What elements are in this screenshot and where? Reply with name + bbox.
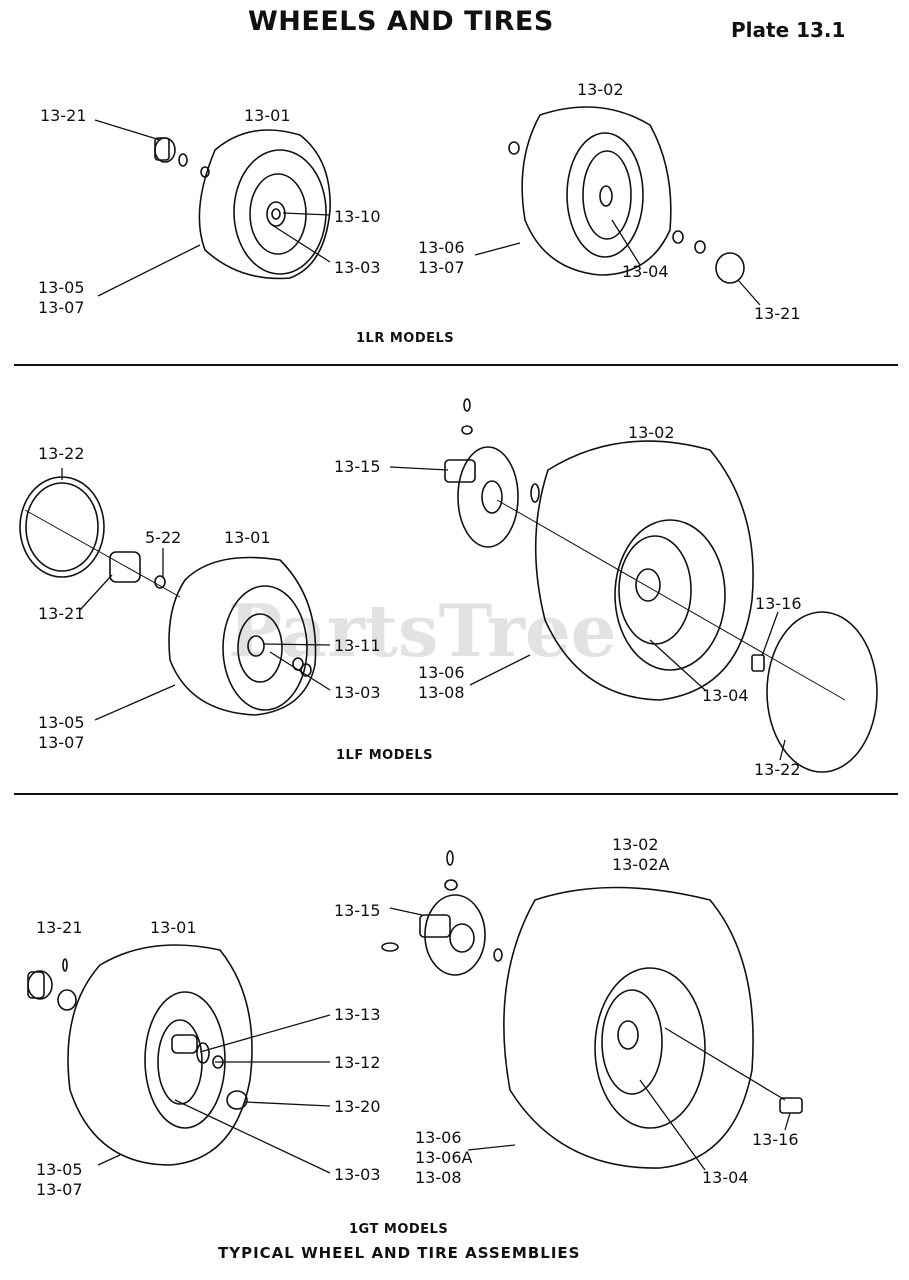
part-label: 13-06 (418, 663, 465, 682)
part-label: 13-03 (334, 1165, 381, 1184)
part-label: 13-11 (334, 636, 381, 655)
part-label: 13-06 (415, 1128, 462, 1147)
section-divider-2 (14, 793, 898, 795)
section-label-1lf: 1LF MODELS (336, 748, 434, 763)
part-label: 13-22 (38, 444, 85, 463)
part-label: 5-22 (145, 528, 182, 547)
plate-number: Plate 13.1 (731, 18, 846, 42)
part-label: 13-01 (150, 918, 197, 937)
part-label: 13-21 (36, 918, 83, 937)
gt-left-wheel-drawing (27, 944, 253, 1166)
part-label: 13-21 (38, 604, 85, 623)
section-label-1gt: 1GT MODELS (349, 1222, 449, 1237)
part-label: 13-21 (40, 106, 87, 125)
part-label: 13-15 (334, 457, 381, 476)
part-label: 13-13 (334, 1005, 381, 1024)
page-footer: TYPICAL WHEEL AND TIRE ASSEMBLIES (218, 1244, 581, 1262)
part-label: 13-04 (702, 1168, 749, 1187)
part-label: 13-02 (612, 835, 659, 854)
section-label-1lr: 1LR MODELS (356, 331, 455, 346)
part-label: 13-07 (418, 258, 465, 277)
part-label: 13-07 (38, 298, 85, 317)
lr-left-wheel-drawing (154, 129, 331, 280)
part-label: 13-01 (224, 528, 271, 547)
page-title: WHEELS AND TIRES (248, 6, 554, 37)
gt-right-wheel-drawing (381, 850, 803, 1169)
part-label: 13-06 (418, 238, 465, 257)
part-label: 13-05 (38, 713, 85, 732)
part-label: 13-07 (36, 1180, 83, 1199)
part-label: 13-02A (612, 855, 670, 874)
part-label: 13-06A (415, 1148, 473, 1167)
part-label: 13-05 (38, 278, 85, 297)
lf-right-wheel-drawing (444, 398, 878, 773)
part-label: 13-02 (577, 80, 624, 99)
part-label: 13-08 (415, 1168, 462, 1187)
lf-left-wheel-drawing (19, 476, 317, 716)
lr-right-wheel-drawing (508, 106, 745, 284)
part-label: 13-10 (334, 207, 381, 226)
part-label: 13-07 (38, 733, 85, 752)
part-label: 13-16 (755, 594, 802, 613)
part-label: 13-22 (754, 760, 801, 779)
part-label: 13-04 (702, 686, 749, 705)
section-divider-1 (14, 364, 898, 366)
part-label: 13-12 (334, 1053, 381, 1072)
part-label: 13-21 (754, 304, 801, 323)
part-label: 13-02 (628, 423, 675, 442)
part-label: 13-16 (752, 1130, 799, 1149)
part-label: 13-03 (334, 683, 381, 702)
part-label: 13-03 (334, 258, 381, 277)
part-label: 13-01 (244, 106, 291, 125)
part-label: 13-05 (36, 1160, 83, 1179)
part-label: 13-15 (334, 901, 381, 920)
part-label: 13-08 (418, 683, 465, 702)
part-label: 13-20 (334, 1097, 381, 1116)
part-label: 13-04 (622, 262, 669, 281)
